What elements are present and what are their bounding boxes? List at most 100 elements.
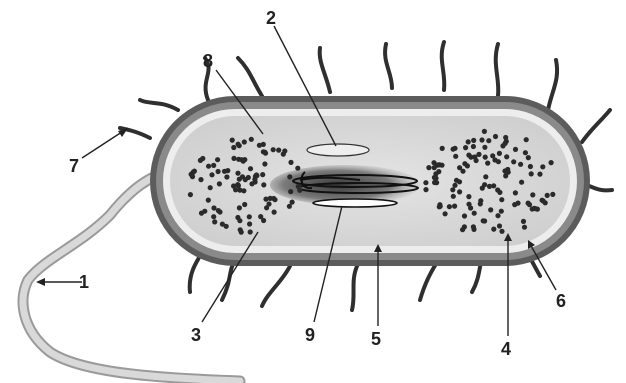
label-1: 1 (79, 273, 89, 291)
inclusion-body (307, 144, 369, 156)
ribosome-dot (462, 161, 467, 166)
ribosome-dot (237, 218, 242, 223)
ribosome-dot (528, 164, 533, 169)
ribosome-dot (239, 230, 244, 235)
ribosome-dot (206, 164, 211, 169)
ribosome-dot (242, 139, 247, 144)
ribosome-dot (480, 186, 485, 191)
ribosome-dot (462, 224, 467, 229)
ribosome-dot (211, 163, 216, 168)
ribosome-dot (488, 207, 493, 212)
ribosome-dot (524, 137, 529, 142)
ribosome-dot (231, 156, 236, 161)
ribosome-dot (437, 202, 442, 207)
ribosome-dot (443, 211, 448, 216)
ribosome-dot (471, 144, 476, 149)
ribosome-dot (216, 169, 221, 174)
ribosome-dot (452, 146, 457, 151)
ribosome-dot (460, 169, 465, 174)
ribosome-dot (212, 219, 217, 224)
ribosome-dot (437, 162, 442, 167)
ribosome-dot (499, 229, 504, 234)
ribosome-dot (258, 214, 263, 219)
ribosome-dot (493, 134, 498, 139)
ribosome-dot (216, 208, 221, 213)
ribosome-dot (451, 194, 456, 199)
ribosome-dot (188, 192, 193, 197)
ribosome-dot (288, 189, 293, 194)
ribosome-dot (426, 165, 431, 170)
ribosome-dot (209, 172, 214, 177)
ribosome-dot (288, 160, 293, 165)
ribosome-dot (549, 160, 554, 165)
ribosome-dot (478, 201, 483, 206)
ribosome-dot (253, 179, 258, 184)
ribosome-dot (518, 162, 523, 167)
ribosome-dot (526, 201, 531, 206)
ribosome-dot (254, 172, 259, 177)
ribosome-dot (447, 204, 452, 209)
ribosome-dot (471, 224, 476, 229)
ribosome-dot (540, 164, 545, 169)
ribosome-dot (247, 221, 252, 226)
ribosome-dot (499, 197, 504, 202)
ribosome-dot (281, 152, 286, 157)
ribosome-dot (230, 138, 235, 143)
ribosome-dot (513, 190, 518, 195)
ribosome-dot (287, 204, 292, 209)
ribosome-dot (222, 169, 227, 174)
ribosome-dot (287, 174, 292, 179)
ribosome-dot (497, 151, 502, 156)
ribosome-dot (526, 155, 531, 160)
ribosome-dot (217, 181, 222, 186)
ribosome-dot (511, 159, 516, 164)
ribosome-dot (261, 182, 266, 187)
label-3: 3 (191, 326, 201, 344)
ribosome-dot (483, 155, 488, 160)
label-4: 4 (501, 340, 511, 358)
ribosome-dot (211, 214, 216, 219)
ribosome-dot (522, 225, 527, 230)
ribosome-dot (263, 151, 268, 156)
plasmid-ring (313, 199, 397, 207)
ribosome-dot (453, 154, 458, 159)
ribosome-dot (237, 188, 242, 193)
ribosome-dot (537, 172, 542, 177)
ribosome-dot (215, 157, 220, 162)
ribosome-dot (491, 227, 496, 232)
ribosome-dot (472, 211, 477, 216)
ribosome-dot (271, 147, 276, 152)
ribosome-dot (499, 209, 504, 214)
ribosome-dot (503, 135, 508, 140)
ribosome-dot (257, 143, 262, 148)
ribosome-dot (452, 183, 457, 188)
ribosome-dot (248, 229, 253, 234)
ribosome-dot (483, 174, 488, 179)
ribosome-dot (471, 138, 476, 143)
label-5: 5 (371, 330, 381, 348)
ribosome-dot (262, 161, 267, 166)
ribosome-dot (521, 219, 526, 224)
ribosome-dot (523, 150, 528, 155)
ribosome-dot (450, 187, 455, 192)
ribosome-dot (540, 198, 545, 203)
ribosome-dot (242, 202, 247, 207)
ribosome-dot (198, 177, 203, 182)
ribosome-dot (423, 187, 428, 192)
ribosome-dot (452, 204, 457, 209)
ribosome-dot (249, 137, 254, 142)
ribosome-dot (497, 223, 502, 228)
ribosome-dot (530, 192, 535, 197)
ribosome-dot (243, 177, 248, 182)
ribosome-dot (482, 218, 487, 223)
ribosome-dot (260, 172, 265, 177)
ribosome-dot (490, 153, 495, 158)
ribosome-dot (272, 210, 277, 215)
ribosome-dot (463, 145, 468, 150)
ribosome-dot (466, 139, 471, 144)
ribosome-dot (206, 198, 211, 203)
ribosome-dot (268, 196, 273, 201)
ribosome-dot (468, 155, 473, 160)
ribosome-dot (220, 222, 225, 227)
